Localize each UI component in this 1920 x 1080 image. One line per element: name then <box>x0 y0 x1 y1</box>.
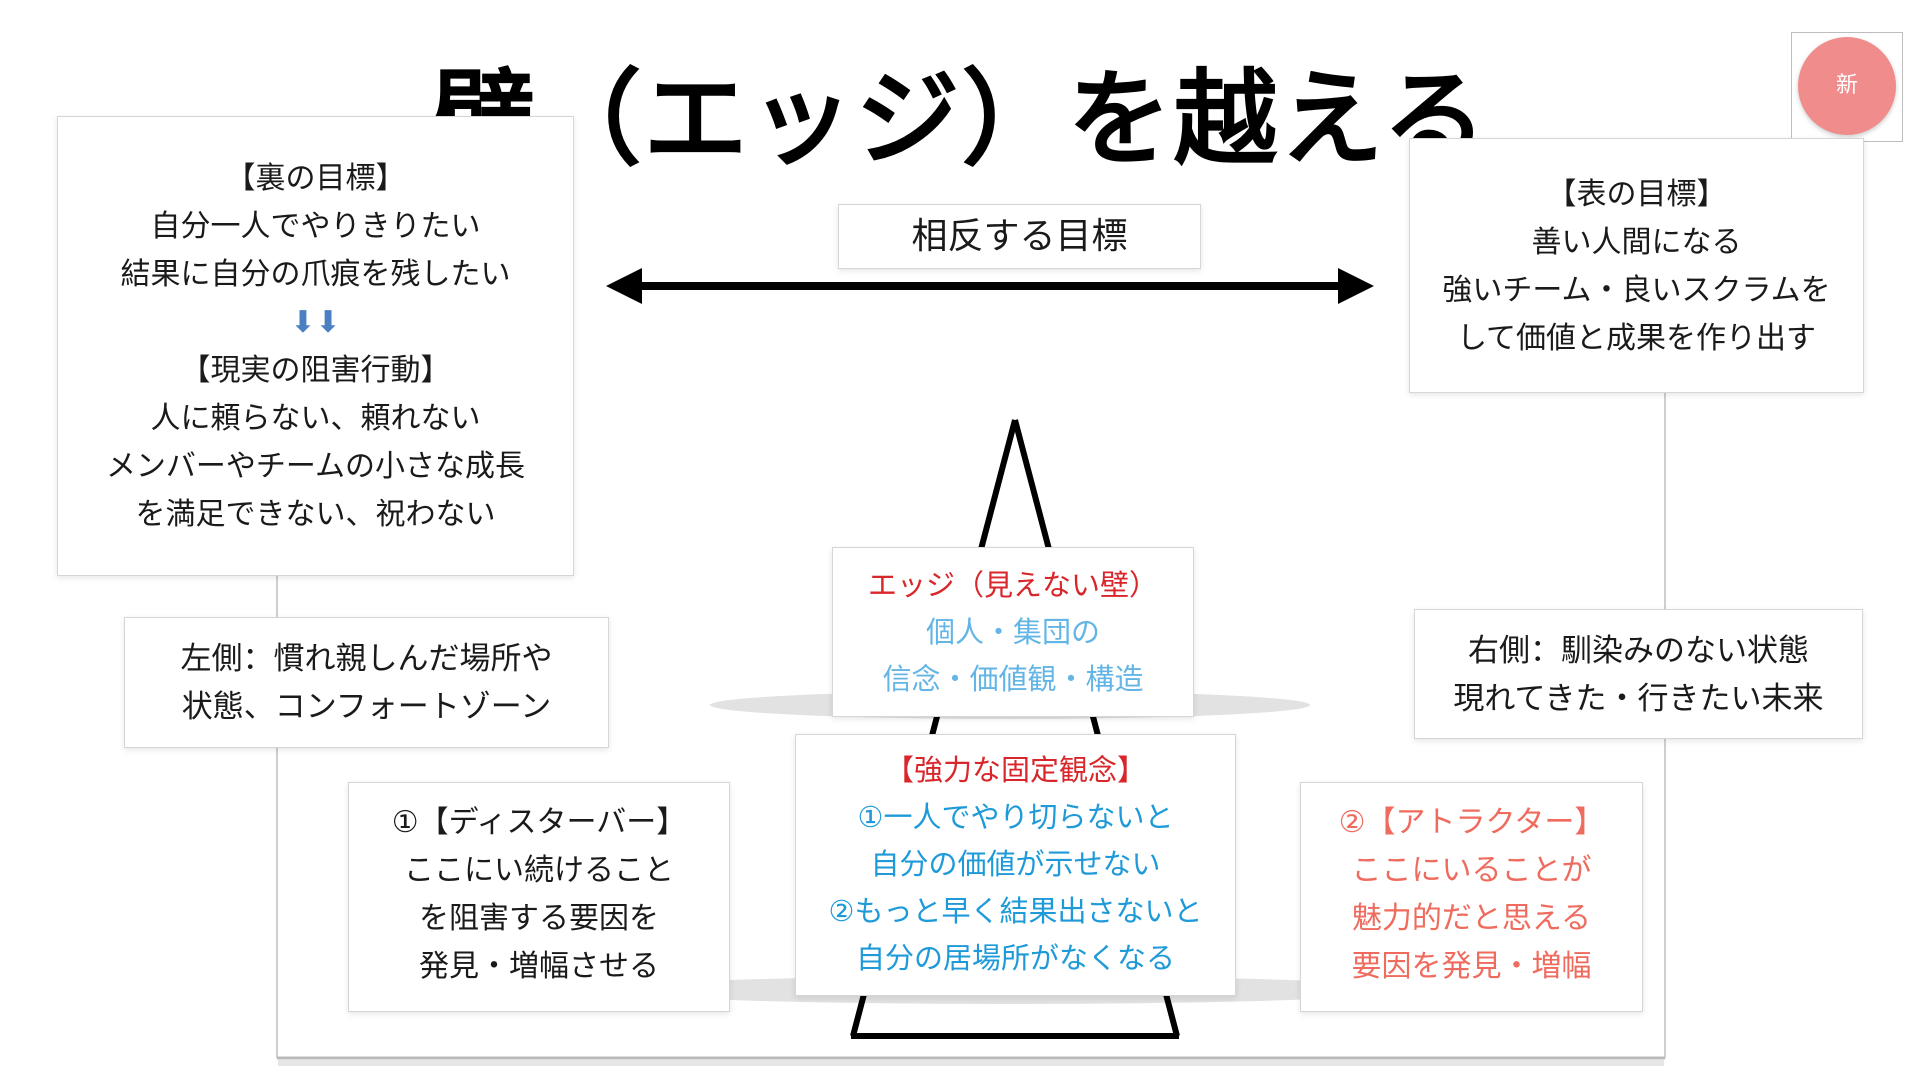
attractor-line-3: 要因を発見・増幅 <box>1351 949 1592 984</box>
hidden-goal-line-2: 結果に自分の爪痕を残したい <box>120 257 511 292</box>
hidden-goal-line-1: 自分一人でやりきりたい <box>150 209 481 244</box>
edge-line-2: 信念・価値観・構造 <box>882 662 1144 696</box>
unfamiliar-state-box: 右側：馴染みのない状態 現れてきた・行きたい未来 <box>1414 609 1863 739</box>
fixed-belief-line-3: ②もっと早く結果出さないと <box>828 894 1203 928</box>
new-badge[interactable]: 新 <box>1798 37 1896 135</box>
hidden-goal-box: 【裏の目標】 自分一人でやりきりたい 結果に自分の爪痕を残したい ⬇⬇ 【現実の… <box>57 116 574 576</box>
obstructive-behavior-line-2: メンバーやチームの小さな成長 <box>105 449 526 484</box>
disturber-line-3: 発見・増幅させる <box>419 949 659 984</box>
disturber-line-2: を阻害する要因を <box>419 901 659 936</box>
new-badge-frame: 新 <box>1791 32 1903 142</box>
arrow-head-right-icon <box>1338 268 1374 304</box>
hidden-goal-heading: 【裏の目標】 <box>225 161 406 196</box>
fixed-belief-line-4: 自分の居場所がなくなる <box>855 941 1175 975</box>
attractor-heading: ②【アトラクター】 <box>1338 805 1605 840</box>
disturber-heading: ①【ディスターバー】 <box>391 805 687 840</box>
page-title: 壁（エッジ）を越える <box>431 58 1489 180</box>
edge-heading: エッジ（見えない壁） <box>867 568 1158 602</box>
attractor-line-2: 魅力的だと思える <box>1351 901 1592 936</box>
frame-bottom-shadow <box>278 1060 1664 1066</box>
stated-goal-heading: 【表の目標】 <box>1546 177 1727 212</box>
stated-goal-line-2: 強いチーム・良いスクラムを <box>1442 273 1831 308</box>
stated-goal-box: 【表の目標】 善い人間になる 強いチーム・良いスクラムを して価値と成果を作り出… <box>1409 138 1864 393</box>
arrow-head-left-icon <box>606 268 642 304</box>
stated-goal-line-3: して価値と成果を作り出す <box>1456 321 1817 356</box>
comfort-zone-line-1: 左側：慣れ親しんだ場所や <box>180 641 553 677</box>
conflicting-goals-text: 相反する目標 <box>911 216 1128 257</box>
edge-line-1: 個人・集団の <box>925 615 1100 649</box>
unfamiliar-state-line-2: 現れてきた・行きたい未来 <box>1453 681 1824 717</box>
fixed-belief-line-1: ①一人でやり切らないと <box>857 800 1174 834</box>
obstructive-behavior-line-1: 人に頼らない、頼れない <box>150 401 481 436</box>
conflicting-goals-label: 相反する目標 <box>838 204 1201 269</box>
fixed-belief-box: 【強力な固定観念】 ①一人でやり切らないと 自分の価値が示せない ②もっと早く結… <box>795 734 1236 996</box>
stated-goal-line-1: 善い人間になる <box>1531 225 1742 260</box>
disturber-line-1: ここにい続けること <box>404 853 674 888</box>
edge-box: エッジ（見えない壁） 個人・集団の 信念・価値観・構造 <box>832 547 1194 717</box>
attractor-box: ②【アトラクター】 ここにいることが 魅力的だと思える 要因を発見・増幅 <box>1300 782 1643 1012</box>
unfamiliar-state-line-1: 右側：馴染みのない状態 <box>1468 633 1809 669</box>
comfort-zone-box: 左側：慣れ親しんだ場所や 状態、コンフォートゾーン <box>124 617 609 748</box>
comfort-zone-line-2: 状態、コンフォートゾーン <box>181 689 552 725</box>
fixed-belief-heading: 【強力な固定観念】 <box>884 753 1146 787</box>
disturber-box: ①【ディスターバー】 ここにい続けること を阻害する要因を 発見・増幅させる <box>348 782 730 1012</box>
obstructive-behavior-heading: 【現実の阻害行動】 <box>180 353 451 388</box>
down-arrow-emoji-icon: ⬇⬇ <box>290 305 341 340</box>
attractor-line-1: ここにいることが <box>1351 853 1592 888</box>
obstructive-behavior-line-3: を満足できない、祝わない <box>135 497 496 532</box>
fixed-belief-line-2: 自分の価値が示せない <box>870 847 1161 881</box>
